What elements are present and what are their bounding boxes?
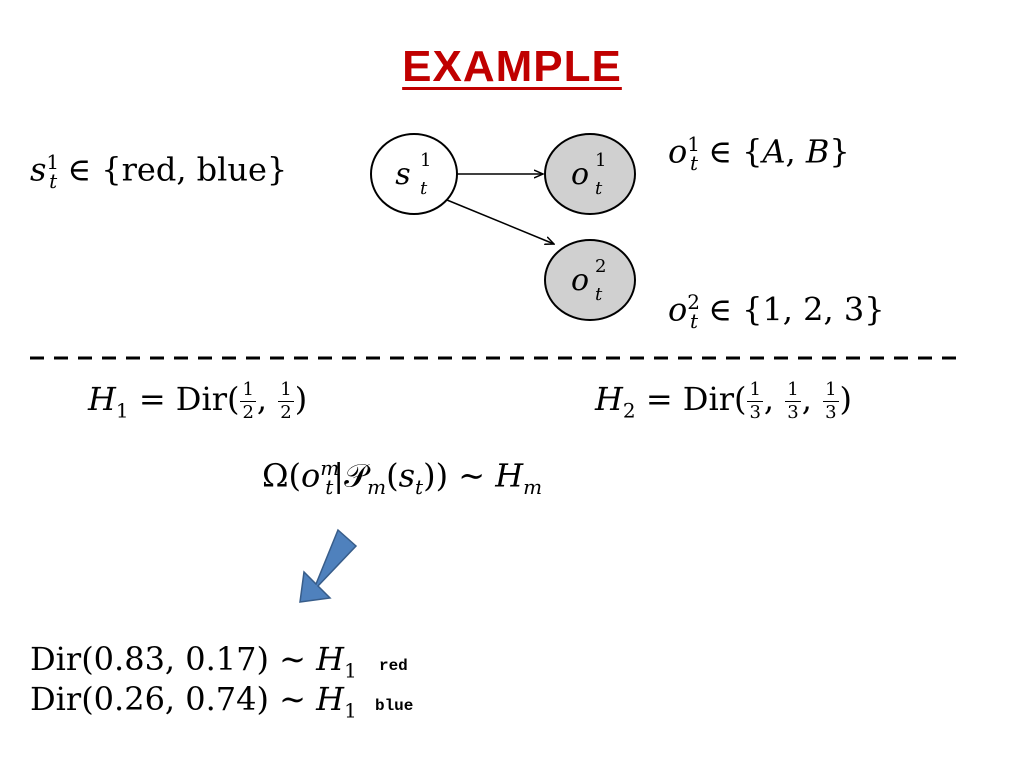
svg-text:s: s <box>395 157 410 192</box>
page-title: EXAMPLE <box>402 42 622 91</box>
svg-text:2: 2 <box>595 256 606 277</box>
sample-label: blue <box>374 697 414 715</box>
sample-label: red <box>378 657 408 675</box>
svg-text:1: 1 <box>420 150 431 171</box>
state-node: s 1 t <box>370 133 458 215</box>
sample-blue: Dir(0.26, 0.74) ∼ H1 blue <box>30 680 414 723</box>
svg-text:t: t <box>595 178 603 199</box>
svg-text:o: o <box>571 157 589 192</box>
obs-node-1: o 1 t <box>544 133 636 215</box>
omega-relation: Ω(omt|𝒫m(st)) ∼ Hm <box>262 456 543 500</box>
svg-text:1: 1 <box>595 150 606 171</box>
svg-text:t: t <box>420 178 428 199</box>
sample-red: Dir(0.83, 0.17) ∼ H1 red <box>30 640 408 683</box>
obs2-domain: o2t ∈ {1, 2, 3} <box>668 290 885 334</box>
mapping-arrow <box>299 528 358 603</box>
edge-state-to-obs2 <box>446 199 554 244</box>
state-domain: s1t ∈ {red, blue} <box>30 150 288 194</box>
svg-text:o: o <box>571 263 589 298</box>
obs-node-2: o 2 t <box>544 239 636 321</box>
obs1-domain: o1t ∈ {A, B} <box>668 132 850 176</box>
svg-text:t: t <box>595 284 603 305</box>
